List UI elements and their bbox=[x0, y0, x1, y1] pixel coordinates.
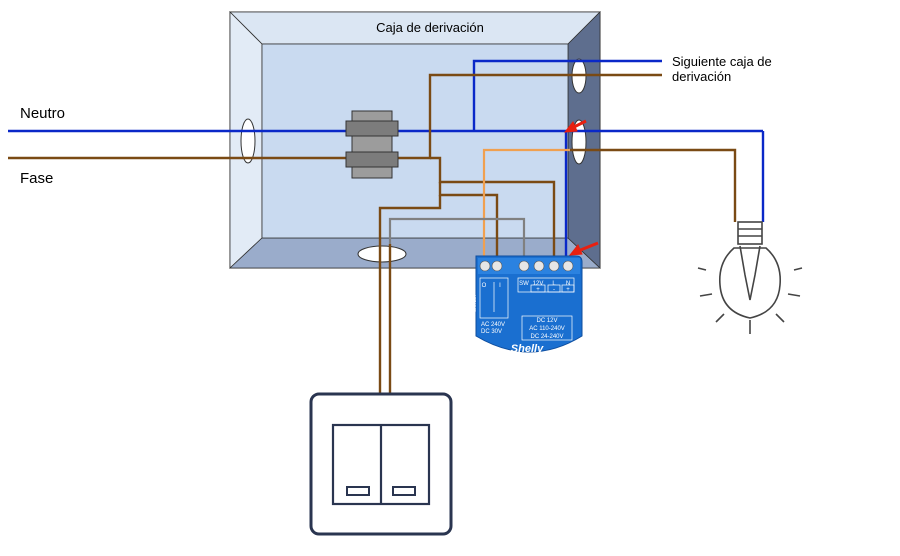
shelly-rating-ac: AC 240V bbox=[481, 322, 505, 328]
red-arrow-icon bbox=[563, 119, 599, 256]
shelly-plus-n: + bbox=[566, 287, 570, 293]
box-hole-left bbox=[240, 118, 256, 164]
shelly-rating-dc: DC 30V bbox=[481, 329, 502, 335]
wall-switch-icon bbox=[309, 392, 453, 536]
phase-wires bbox=[8, 73, 737, 394]
shelly-relay-icon: O I SW 12V L N + - + MAX 16A AC 240V DC … bbox=[472, 255, 583, 355]
shelly-terminal-l: L bbox=[552, 281, 556, 287]
box-inner-face bbox=[261, 43, 569, 239]
shelly-terminal-o: O bbox=[482, 283, 487, 289]
shelly-spec-dc24: DC 24-240V bbox=[530, 334, 563, 340]
shelly-terminal-sw: SW bbox=[519, 281, 529, 287]
label-neutral: Neutro bbox=[20, 105, 65, 122]
box-hole-bottom bbox=[357, 245, 407, 263]
shelly-spec-ac: AC 110-240V bbox=[529, 326, 565, 332]
shelly-minus-l: - bbox=[553, 287, 555, 293]
sense-wire bbox=[388, 217, 526, 262]
shelly-side-note: MAX 16A bbox=[472, 295, 477, 312]
shelly-terminal-12v: 12V bbox=[533, 281, 544, 287]
label-phase: Fase bbox=[20, 170, 53, 187]
label-next-box-2: derivación bbox=[672, 69, 731, 84]
light-bulb-icon bbox=[697, 221, 803, 334]
shelly-terminal-i: I bbox=[499, 283, 501, 289]
switched-wire bbox=[482, 148, 570, 262]
shelly-spec-dc12: DC 12V bbox=[536, 318, 557, 324]
shelly-plus-12v: + bbox=[536, 287, 540, 293]
shelly-terminal-n: N bbox=[566, 281, 570, 287]
junction-box bbox=[228, 11, 602, 269]
label-next-box-1: Siguiente caja de bbox=[672, 54, 772, 69]
shelly-brand: Shelly bbox=[511, 343, 544, 355]
box-title: Caja de derivación bbox=[376, 20, 484, 35]
terminal-block-icon bbox=[345, 110, 399, 179]
